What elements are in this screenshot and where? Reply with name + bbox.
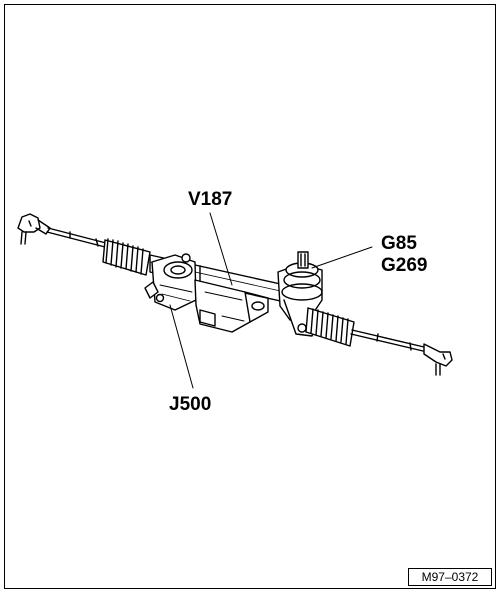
diagram-frame xyxy=(4,4,496,589)
right-tie-rod xyxy=(350,329,425,352)
label-j500: J500 xyxy=(169,394,212,415)
left-tie-rod xyxy=(46,227,107,248)
left-bellows-boot xyxy=(102,238,151,276)
leader-j500 xyxy=(169,304,194,389)
label-g85: G85 xyxy=(381,233,417,254)
label-v187: V187 xyxy=(188,189,233,210)
right-tie-rod-end xyxy=(423,343,453,376)
right-bellows-boot xyxy=(305,307,355,347)
figure-reference-number: M97–0372 xyxy=(408,568,492,586)
leader-g85-g269 xyxy=(311,246,373,269)
label-g269: G269 xyxy=(381,255,428,276)
leader-lines xyxy=(169,212,373,389)
electric-motor xyxy=(194,279,269,333)
control-unit-housing xyxy=(144,253,197,311)
pinion-housing xyxy=(277,251,323,337)
leader-v187 xyxy=(209,212,233,286)
left-tie-rod-end xyxy=(17,213,51,245)
